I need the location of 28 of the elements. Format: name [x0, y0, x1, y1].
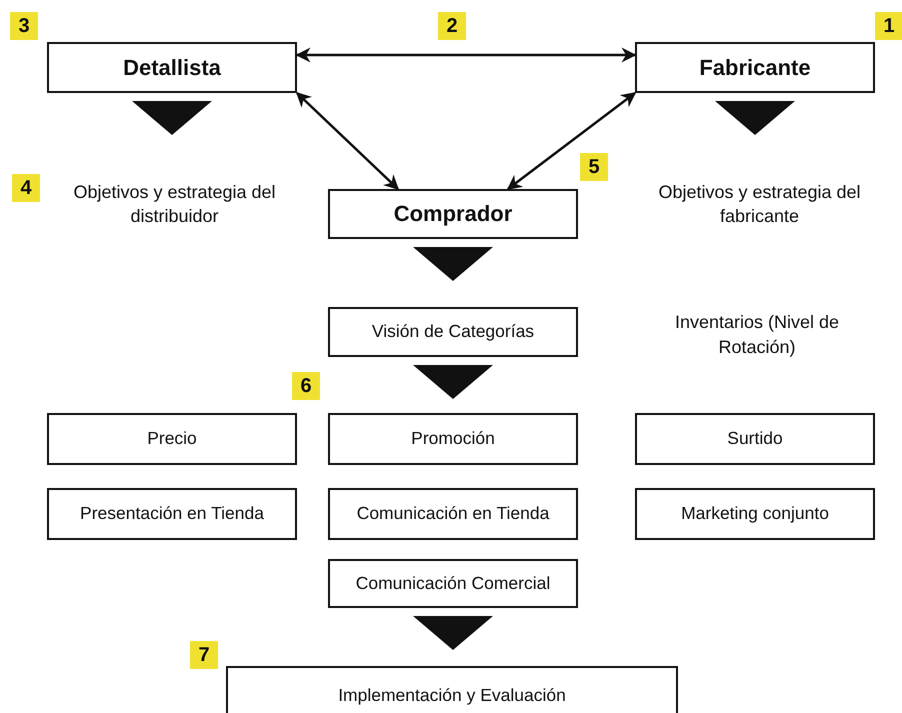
process-box: Precio: [47, 413, 297, 465]
process-box: Comprador: [328, 189, 578, 239]
process-box: Promoción: [328, 413, 578, 465]
double-arrow: [296, 92, 400, 190]
process-box: Marketing conjunto: [635, 488, 875, 540]
step-number: 1: [875, 12, 902, 40]
step-number: 3: [10, 12, 38, 40]
process-box: Presentación en Tienda: [47, 488, 297, 540]
process-box: Implementación y Evaluación: [226, 666, 678, 713]
process-box: Comunicación en Tienda: [328, 488, 578, 540]
chevron-arrow: [413, 365, 493, 399]
process-box: Surtido: [635, 413, 875, 465]
note-text: Inventarios (Nivel de Rotación): [674, 311, 840, 360]
step-number: 5: [580, 153, 608, 181]
chevron-arrow: [413, 247, 493, 281]
double-arrow: [296, 48, 636, 62]
process-box: Fabricante: [635, 42, 875, 93]
step-number: 7: [190, 641, 218, 669]
chevron-arrow: [413, 616, 493, 650]
step-number: 2: [438, 12, 466, 40]
process-box: Detallista: [47, 42, 297, 93]
process-box: Comunicación Comercial: [328, 559, 578, 608]
step-number: 6: [292, 372, 320, 400]
step-number: 4: [12, 174, 40, 202]
chevron-arrow: [132, 101, 212, 135]
double-arrow: [506, 92, 636, 190]
chevron-arrow: [715, 101, 795, 135]
process-box: Visión de Categorías: [328, 307, 578, 357]
